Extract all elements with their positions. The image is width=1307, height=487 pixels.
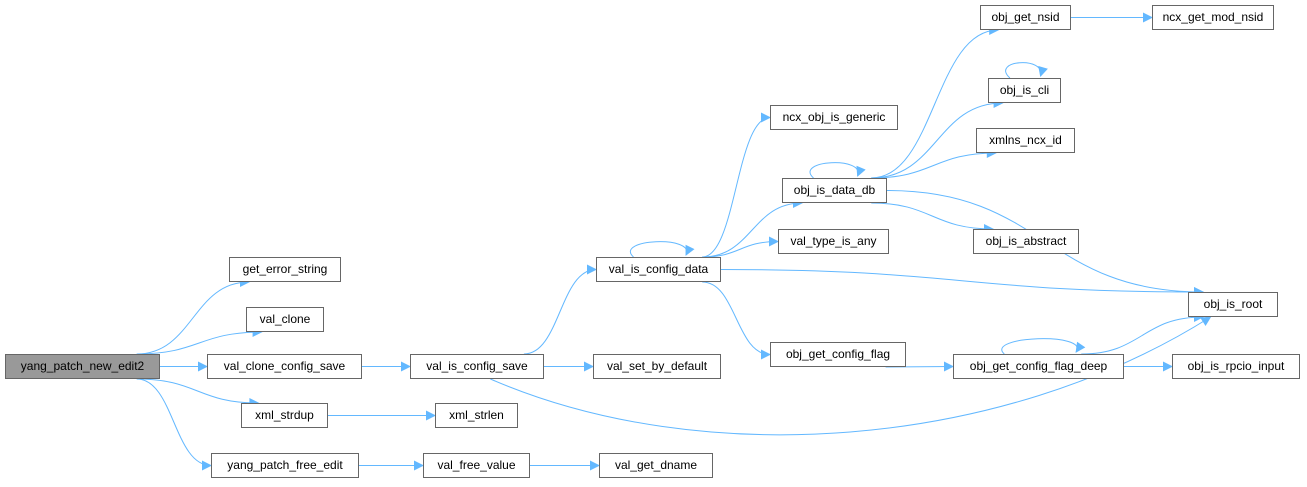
node-val-type-is-any[interactable]: val_type_is_any bbox=[778, 229, 889, 254]
node-obj-get-config-flag[interactable]: obj_get_config_flag bbox=[770, 342, 906, 367]
edge-obj-is-data-db-to-xmlns-ncx-id bbox=[871, 148, 997, 179]
edge-obj-is-data-db-to-obj-get-nsid bbox=[871, 25, 1000, 179]
edge-val-is-config-data-to-val-is-config-data bbox=[630, 241, 695, 258]
edge-yang-patch-new-edit2-to-get-error-string bbox=[136, 277, 250, 355]
node-xmlns-ncx-id[interactable]: xmlns_ncx_id bbox=[976, 128, 1075, 153]
edge-obj-is-cli-to-obj-is-cli bbox=[1005, 62, 1048, 79]
node-yang-patch-free-edit[interactable]: yang_patch_free_edit bbox=[211, 453, 359, 478]
node-val-get-dname[interactable]: val_get_dname bbox=[599, 453, 713, 478]
edge-yang-patch-new-edit2-to-yang-patch-free-edit bbox=[136, 378, 212, 471]
edge-yang-patch-new-edit2-to-val-clone bbox=[136, 327, 263, 355]
edge-obj-is-data-db-to-obj-is-cli bbox=[871, 98, 1004, 179]
edge-obj-get-config-flag-deep-to-obj-is-root bbox=[1081, 312, 1204, 355]
node-obj-get-nsid[interactable]: obj_get_nsid bbox=[980, 5, 1071, 30]
edge-val-is-config-data-to-val-type-is-any bbox=[702, 236, 779, 258]
edge-obj-is-data-db-to-obj-is-abstract bbox=[871, 202, 994, 234]
node-obj-is-cli[interactable]: obj_is_cli bbox=[988, 78, 1061, 103]
node-ncx-get-mod-nsid[interactable]: ncx_get_mod_nsid bbox=[1152, 5, 1274, 30]
node-obj-is-root[interactable]: obj_is_root bbox=[1188, 292, 1278, 317]
node-obj-is-data-db[interactable]: obj_is_data_db bbox=[782, 178, 887, 203]
node-obj-is-abstract[interactable]: obj_is_abstract bbox=[973, 229, 1079, 254]
node-get-error-string[interactable]: get_error_string bbox=[229, 257, 341, 282]
edge-obj-get-config-flag-deep-to-obj-get-config-flag-deep bbox=[1001, 338, 1086, 355]
node-val-clone-config-save[interactable]: val_clone_config_save bbox=[207, 354, 362, 379]
node-val-is-config-save[interactable]: val_is_config_save bbox=[410, 354, 544, 379]
node-yang-patch-new-edit2[interactable]: yang_patch_new_edit2 bbox=[5, 354, 160, 379]
node-obj-get-config-flag-deep[interactable]: obj_get_config_flag_deep bbox=[953, 354, 1124, 379]
edge-val-is-config-save-to-val-is-config-data bbox=[523, 264, 597, 355]
node-val-clone[interactable]: val_clone bbox=[246, 307, 324, 332]
node-val-set-by-default[interactable]: val_set_by_default bbox=[593, 354, 721, 379]
node-val-is-config-data[interactable]: val_is_config_data bbox=[596, 257, 721, 282]
node-obj-is-rpcio-input[interactable]: obj_is_rpcio_input bbox=[1172, 354, 1300, 379]
edge-obj-is-data-db-to-obj-is-data-db bbox=[809, 162, 866, 179]
node-xml-strdup[interactable]: xml_strdup bbox=[241, 403, 328, 428]
edge-val-is-config-data-to-ncx-obj-is-generic bbox=[702, 112, 771, 258]
edge-val-is-config-data-to-obj-get-config-flag bbox=[702, 281, 771, 360]
edge-yang-patch-new-edit2-to-xml-strdup bbox=[136, 378, 260, 408]
node-ncx-obj-is-generic[interactable]: ncx_obj_is_generic bbox=[770, 105, 898, 130]
node-val-free-value[interactable]: val_free_value bbox=[423, 453, 530, 478]
edge-val-is-config-data-to-obj-is-data-db bbox=[702, 198, 803, 258]
node-xml-strlen[interactable]: xml_strlen bbox=[435, 403, 518, 428]
edge-val-is-config-data-to-obj-is-root bbox=[720, 269, 1204, 297]
